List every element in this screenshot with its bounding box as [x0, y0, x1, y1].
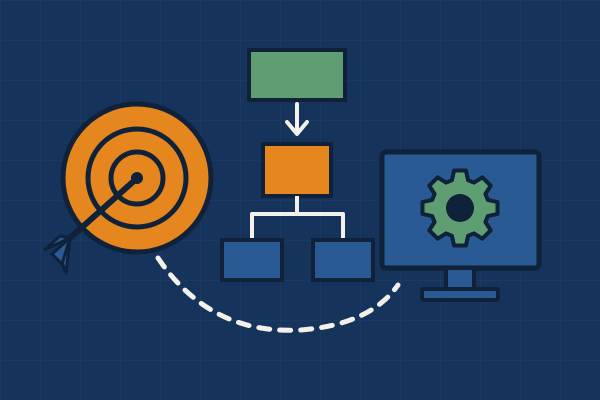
- flowchart-middle-box: [261, 142, 333, 198]
- monitor-neck: [444, 266, 476, 292]
- flowchart-connector: [250, 196, 345, 240]
- gear-icon: [420, 168, 500, 248]
- flowchart-right-box: [311, 238, 375, 282]
- monitor-base: [420, 287, 500, 302]
- monitor-icon: [379, 149, 542, 302]
- dashed-path: [155, 255, 401, 333]
- arrow-icon: [43, 177, 138, 275]
- flowchart-left-box: [220, 238, 284, 282]
- flowchart-icon: [220, 48, 375, 282]
- flowchart-top-box: [247, 48, 347, 102]
- gear-hole: [446, 194, 474, 222]
- flow-arrow-head: [285, 120, 309, 136]
